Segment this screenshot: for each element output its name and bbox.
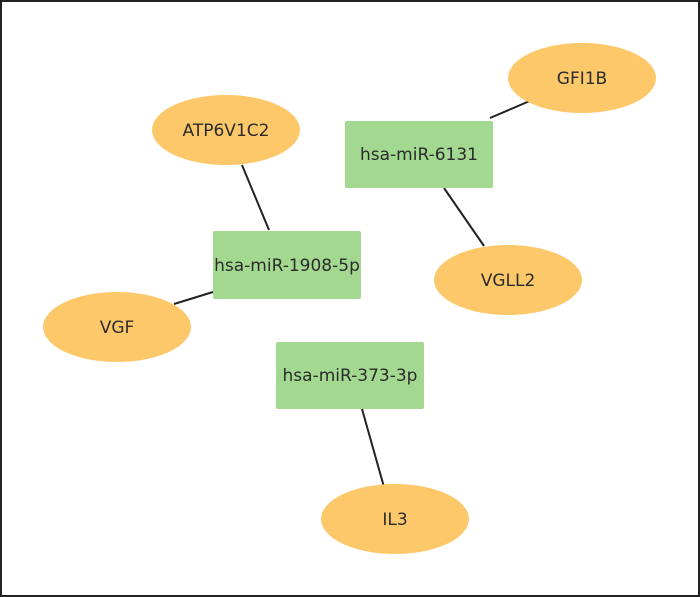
gene-label-atp6v1c2: ATP6V1C2 xyxy=(183,121,270,141)
mirna-label-mir373: hsa-miR-373-3p xyxy=(283,366,418,386)
gene-node-vgf[interactable]: VGF xyxy=(43,292,191,362)
edge-mir1908-vgf xyxy=(173,291,214,305)
edge-mir6131-vgll2 xyxy=(443,187,485,247)
edge-mir1908-atp6v1c2 xyxy=(241,164,270,231)
gene-label-vgll2: VGLL2 xyxy=(481,271,536,291)
mirna-label-mir1908: hsa-miR-1908-5p xyxy=(214,256,360,276)
edge-mir373-il3 xyxy=(361,408,385,488)
gene-label-gfi1b: GFI1B xyxy=(557,69,607,89)
gene-label-il3: IL3 xyxy=(382,510,407,530)
mirna-node-mir6131[interactable]: hsa-miR-6131 xyxy=(345,121,493,188)
mirna-node-mir1908[interactable]: hsa-miR-1908-5p xyxy=(213,231,361,299)
mirna-label-mir6131: hsa-miR-6131 xyxy=(360,145,478,165)
mirna-node-mir373[interactable]: hsa-miR-373-3p xyxy=(276,342,424,409)
edges-layer xyxy=(173,99,533,488)
gene-node-vgll2[interactable]: VGLL2 xyxy=(434,245,582,315)
edge-mir6131-gfi1b xyxy=(489,99,533,119)
gene-node-gfi1b[interactable]: GFI1B xyxy=(508,43,656,113)
gene-label-vgf: VGF xyxy=(100,318,135,338)
gene-node-atp6v1c2[interactable]: ATP6V1C2 xyxy=(152,95,300,165)
gene-node-il3[interactable]: IL3 xyxy=(321,484,469,554)
